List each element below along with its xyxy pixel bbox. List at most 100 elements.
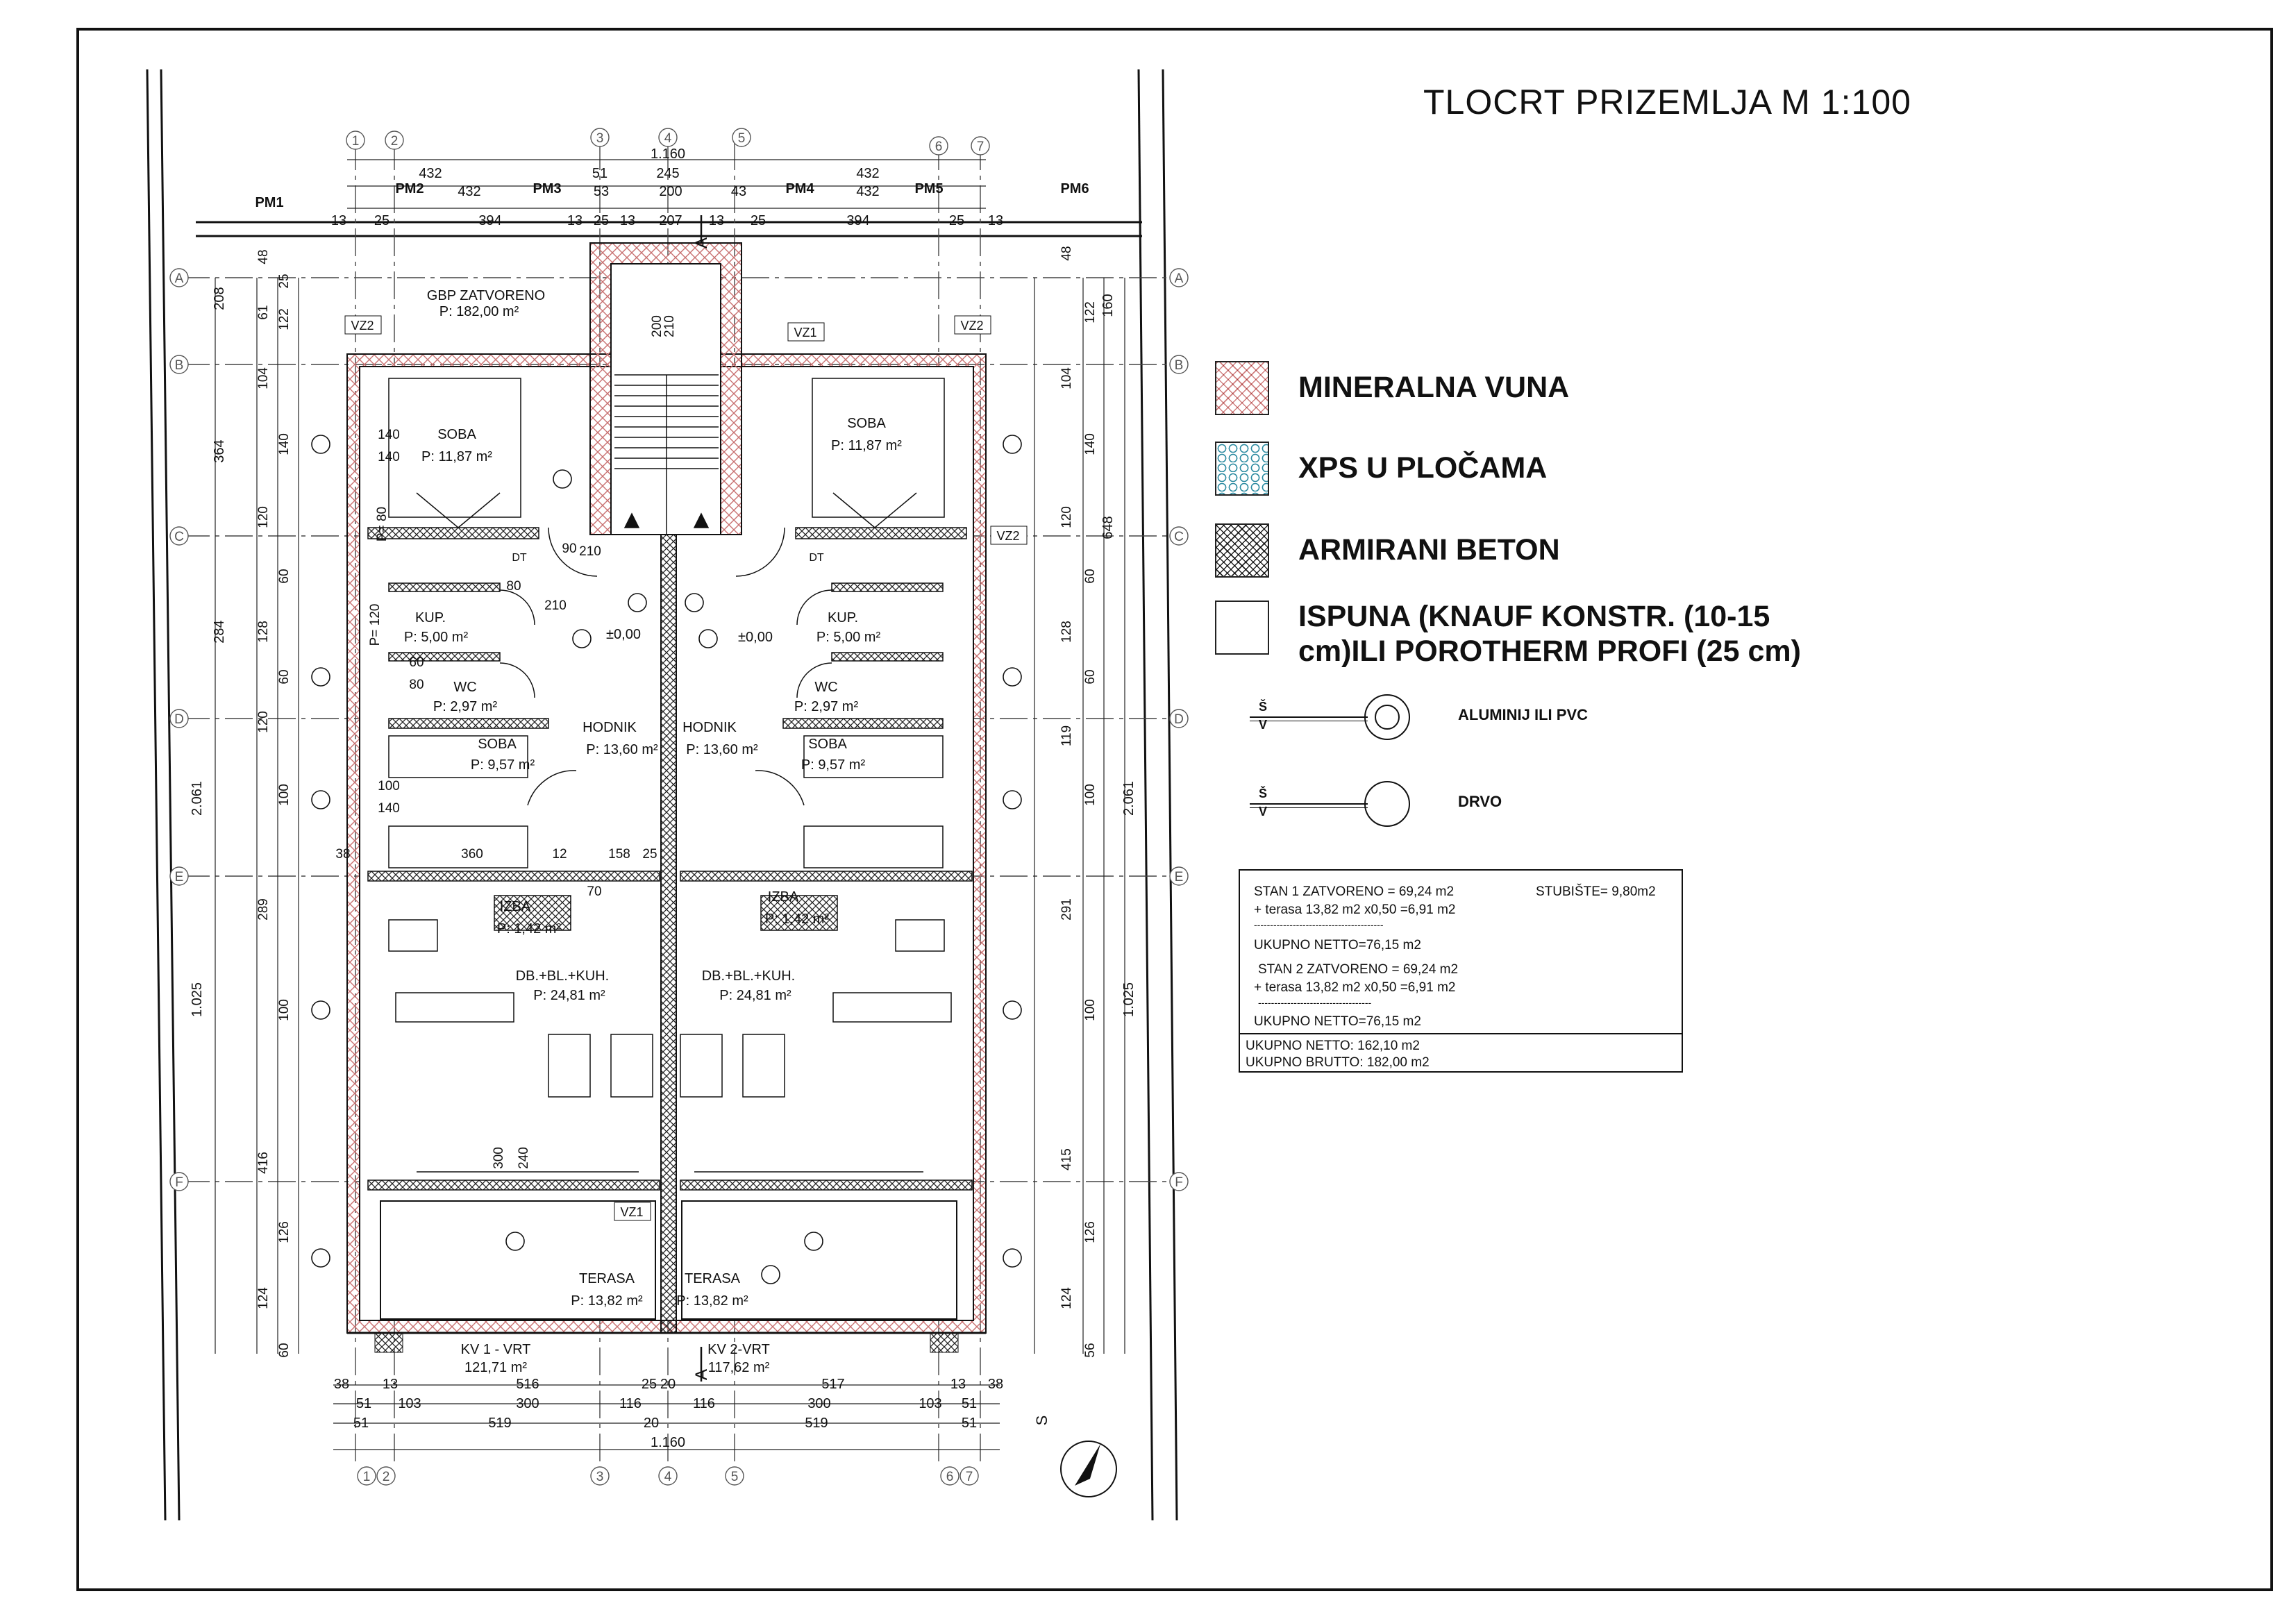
room-name-left: IZBA — [500, 899, 531, 914]
dim-bottom: 519 — [488, 1416, 511, 1431]
room-area-left: P: 13,60 m² — [586, 742, 658, 757]
dim-top: 13 — [988, 213, 1003, 228]
room-area-right: P: 9,57 m² — [801, 757, 866, 773]
staircase — [614, 374, 719, 535]
axis-label-row: A — [1175, 271, 1184, 286]
dim-bottom: 25 — [642, 1377, 657, 1392]
dim-top: 432 — [856, 166, 879, 181]
opening-dim: P= 80 — [375, 507, 389, 541]
dim-left: 48 — [256, 249, 271, 264]
dim-bottom: 116 — [619, 1396, 642, 1411]
room-name-right: IZBA — [768, 889, 799, 905]
stan2-terrace: + terasa 13,82 m2 x0,50 =6,91 m2 — [1254, 980, 1456, 995]
opening-dim: 60 — [409, 655, 424, 670]
dim-bottom: 519 — [805, 1416, 828, 1431]
axis-label-col: 7 — [977, 140, 984, 154]
dim-bottom: 20 — [660, 1377, 676, 1392]
dim-left: 364 — [212, 439, 227, 462]
gbp-label: GBP ZATVORENO — [427, 288, 545, 303]
dim-bottom: 103 — [919, 1396, 941, 1411]
opening-dim: 140 — [378, 450, 400, 464]
dim-left: 284 — [212, 620, 227, 643]
double-circle-icon — [1364, 694, 1410, 740]
opening-dim: 90 — [562, 541, 576, 556]
axis-label-col: 3 — [596, 131, 604, 146]
north-label: S — [1033, 1416, 1050, 1426]
legend-label-xps: XPS U PLOČAMA — [1298, 451, 1548, 485]
stan1-closed: STAN 1 ZATVORENO = 69,24 m2 — [1254, 884, 1455, 899]
legend-item-infill: ISPUNA (KNAUF KONSTR. (10-15 cm)ILI PORO… — [1215, 597, 1895, 673]
dim-bottom: 38 — [334, 1377, 349, 1392]
dim-bottom: 51 — [353, 1416, 369, 1431]
separator-dash: ----------------------------------- — [1258, 997, 1372, 1008]
room-area-left: P: 9,57 m² — [471, 757, 535, 773]
window-line-icon — [1250, 803, 1368, 805]
window-label-wood: DRVO — [1458, 793, 1502, 810]
parking-label: PM4 — [785, 181, 814, 196]
dim-right: 122 — [1083, 301, 1098, 324]
axis-label-row: C — [1174, 530, 1184, 544]
dim-left: 100 — [277, 784, 292, 806]
dim-left: 2.061 — [190, 781, 205, 816]
vz-tag — [990, 526, 1028, 545]
axis-label-row: A — [175, 271, 184, 286]
room-name-right: HODNIK — [682, 720, 737, 735]
dim-left: 60 — [277, 669, 292, 684]
vz-label: VZ2 — [351, 319, 374, 333]
room-name-left: SOBA — [437, 427, 476, 442]
dim-top: 13 — [709, 213, 724, 228]
parking-label: PM3 — [533, 181, 561, 196]
opening-dim: 210 — [662, 315, 677, 337]
dim-bottom: 516 — [516, 1377, 539, 1392]
level-mark: ±0,00 — [606, 627, 641, 642]
dim-right: 124 — [1059, 1287, 1074, 1309]
dim-right: 140 — [1083, 433, 1098, 455]
room-area-left: P: 1,42 m² — [497, 921, 562, 937]
concrete-swatch-icon — [1215, 523, 1269, 578]
room-area-right: P: 13,82 m² — [676, 1293, 748, 1309]
opening-dim: 38 — [335, 847, 350, 862]
room-area-left: P: 24,81 m² — [533, 988, 605, 1003]
dim-bottom: 13 — [383, 1377, 398, 1392]
room-area-right: P: 1,42 m² — [765, 912, 830, 927]
dim-top: 25 — [374, 213, 389, 228]
dim-top: 53 — [594, 184, 609, 199]
stan2-closed: STAN 2 ZATVORENO = 69,24 m2 — [1258, 962, 1459, 977]
room-name-left: WC — [453, 680, 476, 695]
room-area-right: P: 2,97 m² — [794, 699, 859, 714]
separator-dash: ---------------------------------------- — [1254, 919, 1384, 930]
plot-boundaries — [146, 69, 1178, 1521]
total-brutto: UKUPNO BRUTTO: 182,00 m2 — [1246, 1055, 1430, 1070]
room-name-right: WC — [814, 680, 837, 695]
window-line-icon — [1250, 807, 1368, 808]
dim-top: 245 — [656, 166, 679, 181]
axis-label-row: B — [1175, 358, 1184, 373]
room-area-left: P: 5,00 m² — [404, 630, 469, 645]
dim-left: 60 — [277, 569, 292, 583]
dim-left: 122 — [277, 308, 292, 330]
dim-bottom: 51 — [356, 1396, 371, 1411]
dim-left: 128 — [256, 621, 271, 643]
axis-bubble-rows — [169, 268, 1189, 1191]
room-name-left: KUP. — [415, 610, 446, 626]
axis-label-col: 5 — [731, 1470, 739, 1484]
parking-label: PM1 — [255, 195, 283, 210]
window-label-alu: ALUMINIJ ILI PVC — [1458, 706, 1589, 723]
dim-top: 13 — [567, 213, 583, 228]
room-name-left: TERASA — [579, 1271, 635, 1286]
dim-right: 1.025 — [1121, 982, 1137, 1017]
dim-left: 104 — [256, 367, 271, 389]
room-name-left: SOBA — [478, 737, 517, 752]
dim-right: 56 — [1083, 1343, 1098, 1357]
room-area-left: P: 2,97 m² — [433, 699, 498, 714]
dim-left: 120 — [256, 506, 271, 528]
dim-bottom: 116 — [693, 1396, 715, 1411]
axis-label-row: D — [1174, 712, 1184, 727]
axis-label-row: E — [1175, 870, 1184, 884]
opening-dim: 210 — [544, 598, 567, 613]
axis-bubbles — [169, 128, 1189, 1486]
room-area-right: P: 5,00 m² — [816, 630, 881, 645]
room-name-left: DB.+BL.+KUH. — [516, 968, 610, 984]
vz-label: VZ1 — [620, 1205, 643, 1219]
